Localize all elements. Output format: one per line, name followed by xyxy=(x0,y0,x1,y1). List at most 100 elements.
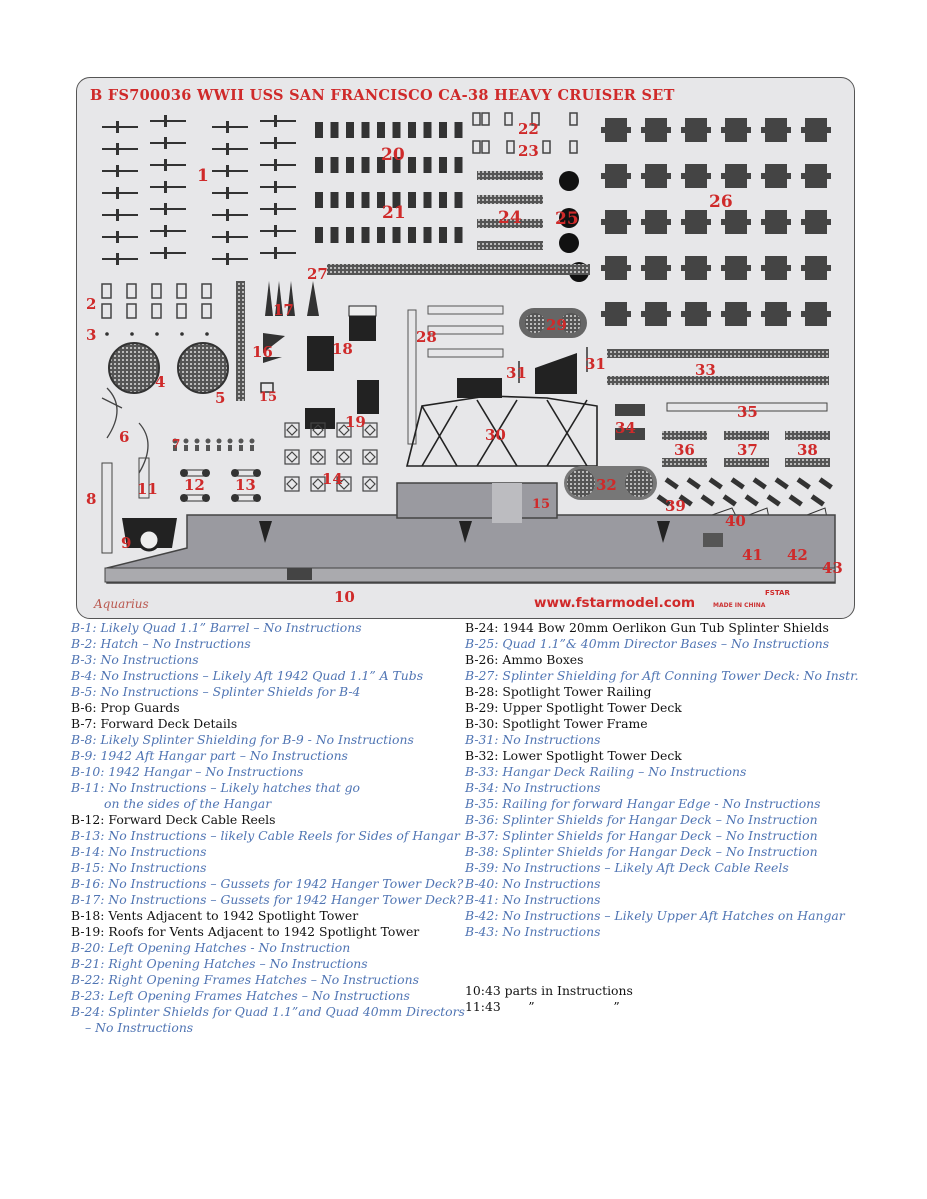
part-number-label: 22 xyxy=(518,120,539,138)
part-code: B-21: xyxy=(71,956,109,971)
legend-entry: B-3: No Instructions xyxy=(71,652,451,668)
part-description: No Instructions xyxy=(502,732,601,747)
part-number-label: 17 xyxy=(273,301,294,319)
part-code: B-25: xyxy=(465,636,503,651)
part-code: B-4: xyxy=(71,668,101,683)
legend-entry: B-16: No Instructions – Gussets for 1942… xyxy=(71,876,463,892)
part-description: No Instructions – Splinter Shields for B… xyxy=(100,684,361,699)
part-code: B-2: xyxy=(71,636,101,651)
part-description: No Instructions – Likely Aft Deck Cable … xyxy=(502,860,789,875)
part-description: Hatch – No Instructions xyxy=(100,636,251,651)
part-number-label: 41 xyxy=(742,546,763,564)
part-number-label: 32 xyxy=(596,476,617,494)
part-description: Hangar Deck Railing – No Instructions xyxy=(502,764,747,779)
part-code: B-20: xyxy=(71,940,109,955)
legend-entry: B-5: No Instructions – Splinter Shields … xyxy=(71,684,451,700)
part-number-label: 11 xyxy=(137,480,158,498)
part-number-label: 27 xyxy=(307,265,328,283)
legend-entry: B-24: 1944 Bow 20mm Oerlikon Gun Tub Spl… xyxy=(465,620,905,636)
part-code: B-3: xyxy=(71,652,101,667)
part-number-label: 31 xyxy=(506,364,527,382)
part-group-20-21 xyxy=(315,122,463,243)
part-description: Splinter Shielding for Aft Conning Tower… xyxy=(502,668,859,683)
part-description: Left Opening Frames Hatches – No Instruc… xyxy=(108,988,410,1003)
legend-entry: B-19: Roofs for Vents Adjacent to 1942 S… xyxy=(71,924,451,940)
part-code: B-10: xyxy=(71,764,109,779)
part-number-label: 20 xyxy=(381,145,405,165)
part-description: 1942 Hangar – No Instructions xyxy=(108,764,304,779)
part-number-label: 10 xyxy=(334,588,355,606)
legend-entry: B-24: Splinter Shields for Quad 1.1”and … xyxy=(71,1004,465,1036)
part-number-label: 39 xyxy=(665,497,686,515)
legend-entry: B-15: No Instructions xyxy=(71,860,451,876)
legend-entry: B-26: Ammo Boxes xyxy=(465,652,905,668)
part-code: B-24: xyxy=(71,1004,109,1019)
part-number-label: 40 xyxy=(725,512,746,530)
legend-entry: B-40: No Instructions xyxy=(465,876,905,892)
legend-entry: B-21: Right Opening Hatches – No Instruc… xyxy=(71,956,451,972)
part-number-label: 29 xyxy=(546,316,567,334)
legend-left-column: B-1: Likely Quad 1.1” Barrel – No Instru… xyxy=(71,620,465,1036)
part-description: Right Opening Hatches – No Instructions xyxy=(108,956,368,971)
legend-entry: B-1: Likely Quad 1.1” Barrel – No Instru… xyxy=(71,620,451,636)
part-description: Roofs for Vents Adjacent to 1942 Spotlig… xyxy=(108,924,420,939)
part-group-1 xyxy=(102,115,296,265)
legend-entry: B-6: Prop Guards xyxy=(71,700,451,716)
part-description: No Instructions – Gussets for 1942 Hange… xyxy=(108,876,464,891)
fret-parts-artwork: 1234567891011121314151516171819202122232… xyxy=(86,112,843,606)
part-number-label: 24 xyxy=(498,208,522,228)
part-code: B-1: xyxy=(71,620,101,635)
part-number-label: 34 xyxy=(615,419,636,437)
part-description: Lower Spotlight Tower Deck xyxy=(502,748,682,763)
part-code: B-13: xyxy=(71,828,109,843)
part-description: No Instructions xyxy=(502,780,601,795)
legend-entry: B-37: Splinter Shields for Hangar Deck –… xyxy=(465,828,905,844)
legend-entry: B-17: No Instructions – Gussets for 1942… xyxy=(71,892,463,908)
legend-entry: B-12: Forward Deck Cable Reels xyxy=(71,812,451,828)
part-code: B-19: xyxy=(71,924,109,939)
part-description: Ammo Boxes xyxy=(502,652,584,667)
legend-entry: B-32: Lower Spotlight Tower Deck xyxy=(465,748,905,764)
part-description: Left Opening Hatches - No Instruction xyxy=(108,940,351,955)
fret-website: www.fstarmodel.com xyxy=(534,595,696,611)
part-code: B-11: xyxy=(71,780,109,795)
part-number-label: 30 xyxy=(485,426,506,444)
part-code: B-42: xyxy=(465,908,503,923)
part-description: Splinter Shields for Hangar Deck – No In… xyxy=(502,828,818,843)
part-number-label: 36 xyxy=(674,441,695,459)
part-description: 1942 Aft Hangar part – No Instructions xyxy=(100,748,348,763)
part-number-label: 5 xyxy=(215,389,225,407)
part-number-label: 31 xyxy=(585,355,606,373)
part-description: Spotlight Tower Railing xyxy=(502,684,652,699)
part-number-label: 43 xyxy=(822,559,843,577)
part-description: Splinter Shields for Hangar Deck – No In… xyxy=(502,812,818,827)
legend-entry: B-36: Splinter Shields for Hangar Deck –… xyxy=(465,812,905,828)
part-code: B-35: xyxy=(465,796,503,811)
part-number-label: 21 xyxy=(382,203,406,223)
part-number-label: 13 xyxy=(235,476,256,494)
legend-entry: B-31: No Instructions xyxy=(465,732,905,748)
legend-entry: B-10: 1942 Hangar – No Instructions xyxy=(71,764,451,780)
part-code: B-23: xyxy=(71,988,109,1003)
legend-entry: B-22: Right Opening Frames Hatches – No … xyxy=(71,972,451,988)
part-code: B-5: xyxy=(71,684,101,699)
part-description: Splinter Shields for Quad 1.1”and Quad 4… xyxy=(108,1004,465,1019)
part-code: B-27: xyxy=(465,668,503,683)
part-code: B-24: xyxy=(465,620,503,635)
part-description-continued: on the sides of the Hangar xyxy=(104,796,272,811)
legend-entry: B-13: No Instructions – likely Cable Ree… xyxy=(71,828,460,844)
part-number-label: 12 xyxy=(184,476,205,494)
legend-entry: B-8: Likely Splinter Shielding for B-9 -… xyxy=(71,732,451,748)
legend-entry: B-2: Hatch – No Instructions xyxy=(71,636,451,652)
legend-entry: B-33: Hangar Deck Railing – No Instructi… xyxy=(465,764,905,780)
part-code: B-17: xyxy=(71,892,109,907)
part-description: Likely Quad 1.1” Barrel – No Instruction… xyxy=(100,620,362,635)
part-code: B-28: xyxy=(465,684,503,699)
part-number-label: 1 xyxy=(197,166,209,186)
legend-entry: B-43: No Instructions xyxy=(465,924,905,940)
part-description: Vents Adjacent to 1942 Spotlight Tower xyxy=(108,908,359,923)
part-code: B-41: xyxy=(465,892,503,907)
part-code: B-22: xyxy=(71,972,109,987)
part-number-label: 3 xyxy=(86,326,96,344)
